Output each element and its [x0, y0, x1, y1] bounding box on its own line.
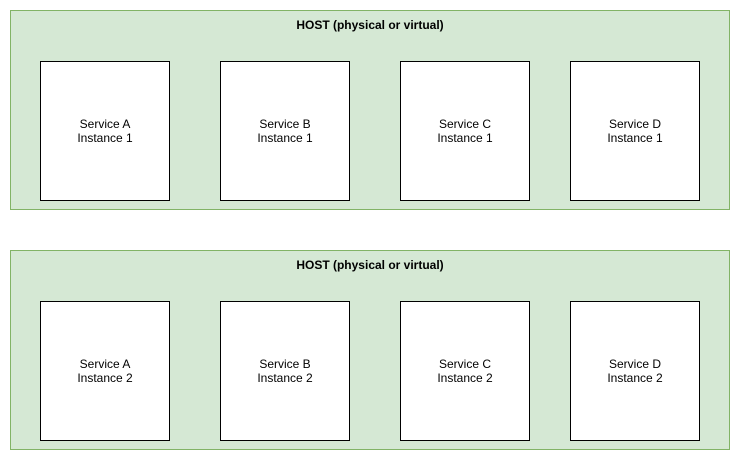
service-d-instance-2: Service D Instance 2 [570, 301, 700, 441]
service-instance: Instance 1 [257, 131, 313, 145]
service-name: Service A [79, 357, 131, 371]
service-name: Service A [79, 117, 131, 131]
host-container-1: HOST (physical or virtual) Service A Ins… [10, 10, 730, 210]
service-name: Service C [438, 117, 491, 131]
service-name: Service D [608, 357, 661, 371]
service-instance: Instance 1 [77, 131, 133, 145]
service-c-instance-1: Service C Instance 1 [400, 61, 530, 201]
service-d-instance-1: Service D Instance 1 [570, 61, 700, 201]
service-instance: Instance 2 [437, 371, 493, 385]
service-instance: Instance 2 [257, 371, 313, 385]
service-b-instance-1: Service B Instance 1 [220, 61, 350, 201]
service-c-instance-2: Service C Instance 2 [400, 301, 530, 441]
service-a-instance-2: Service A Instance 2 [40, 301, 170, 441]
host-title: HOST (physical or virtual) [296, 258, 444, 272]
service-name: Service D [608, 117, 661, 131]
host-title: HOST (physical or virtual) [296, 18, 444, 32]
host-container-2: HOST (physical or virtual) Service A Ins… [10, 250, 730, 450]
service-a-instance-1: Service A Instance 1 [40, 61, 170, 201]
service-instance: Instance 2 [77, 371, 133, 385]
service-b-instance-2: Service B Instance 2 [220, 301, 350, 441]
service-instance: Instance 2 [607, 371, 663, 385]
service-name: Service C [438, 357, 491, 371]
service-name: Service B [259, 357, 311, 371]
service-name: Service B [259, 117, 311, 131]
service-instance: Instance 1 [607, 131, 663, 145]
service-instance: Instance 1 [437, 131, 493, 145]
